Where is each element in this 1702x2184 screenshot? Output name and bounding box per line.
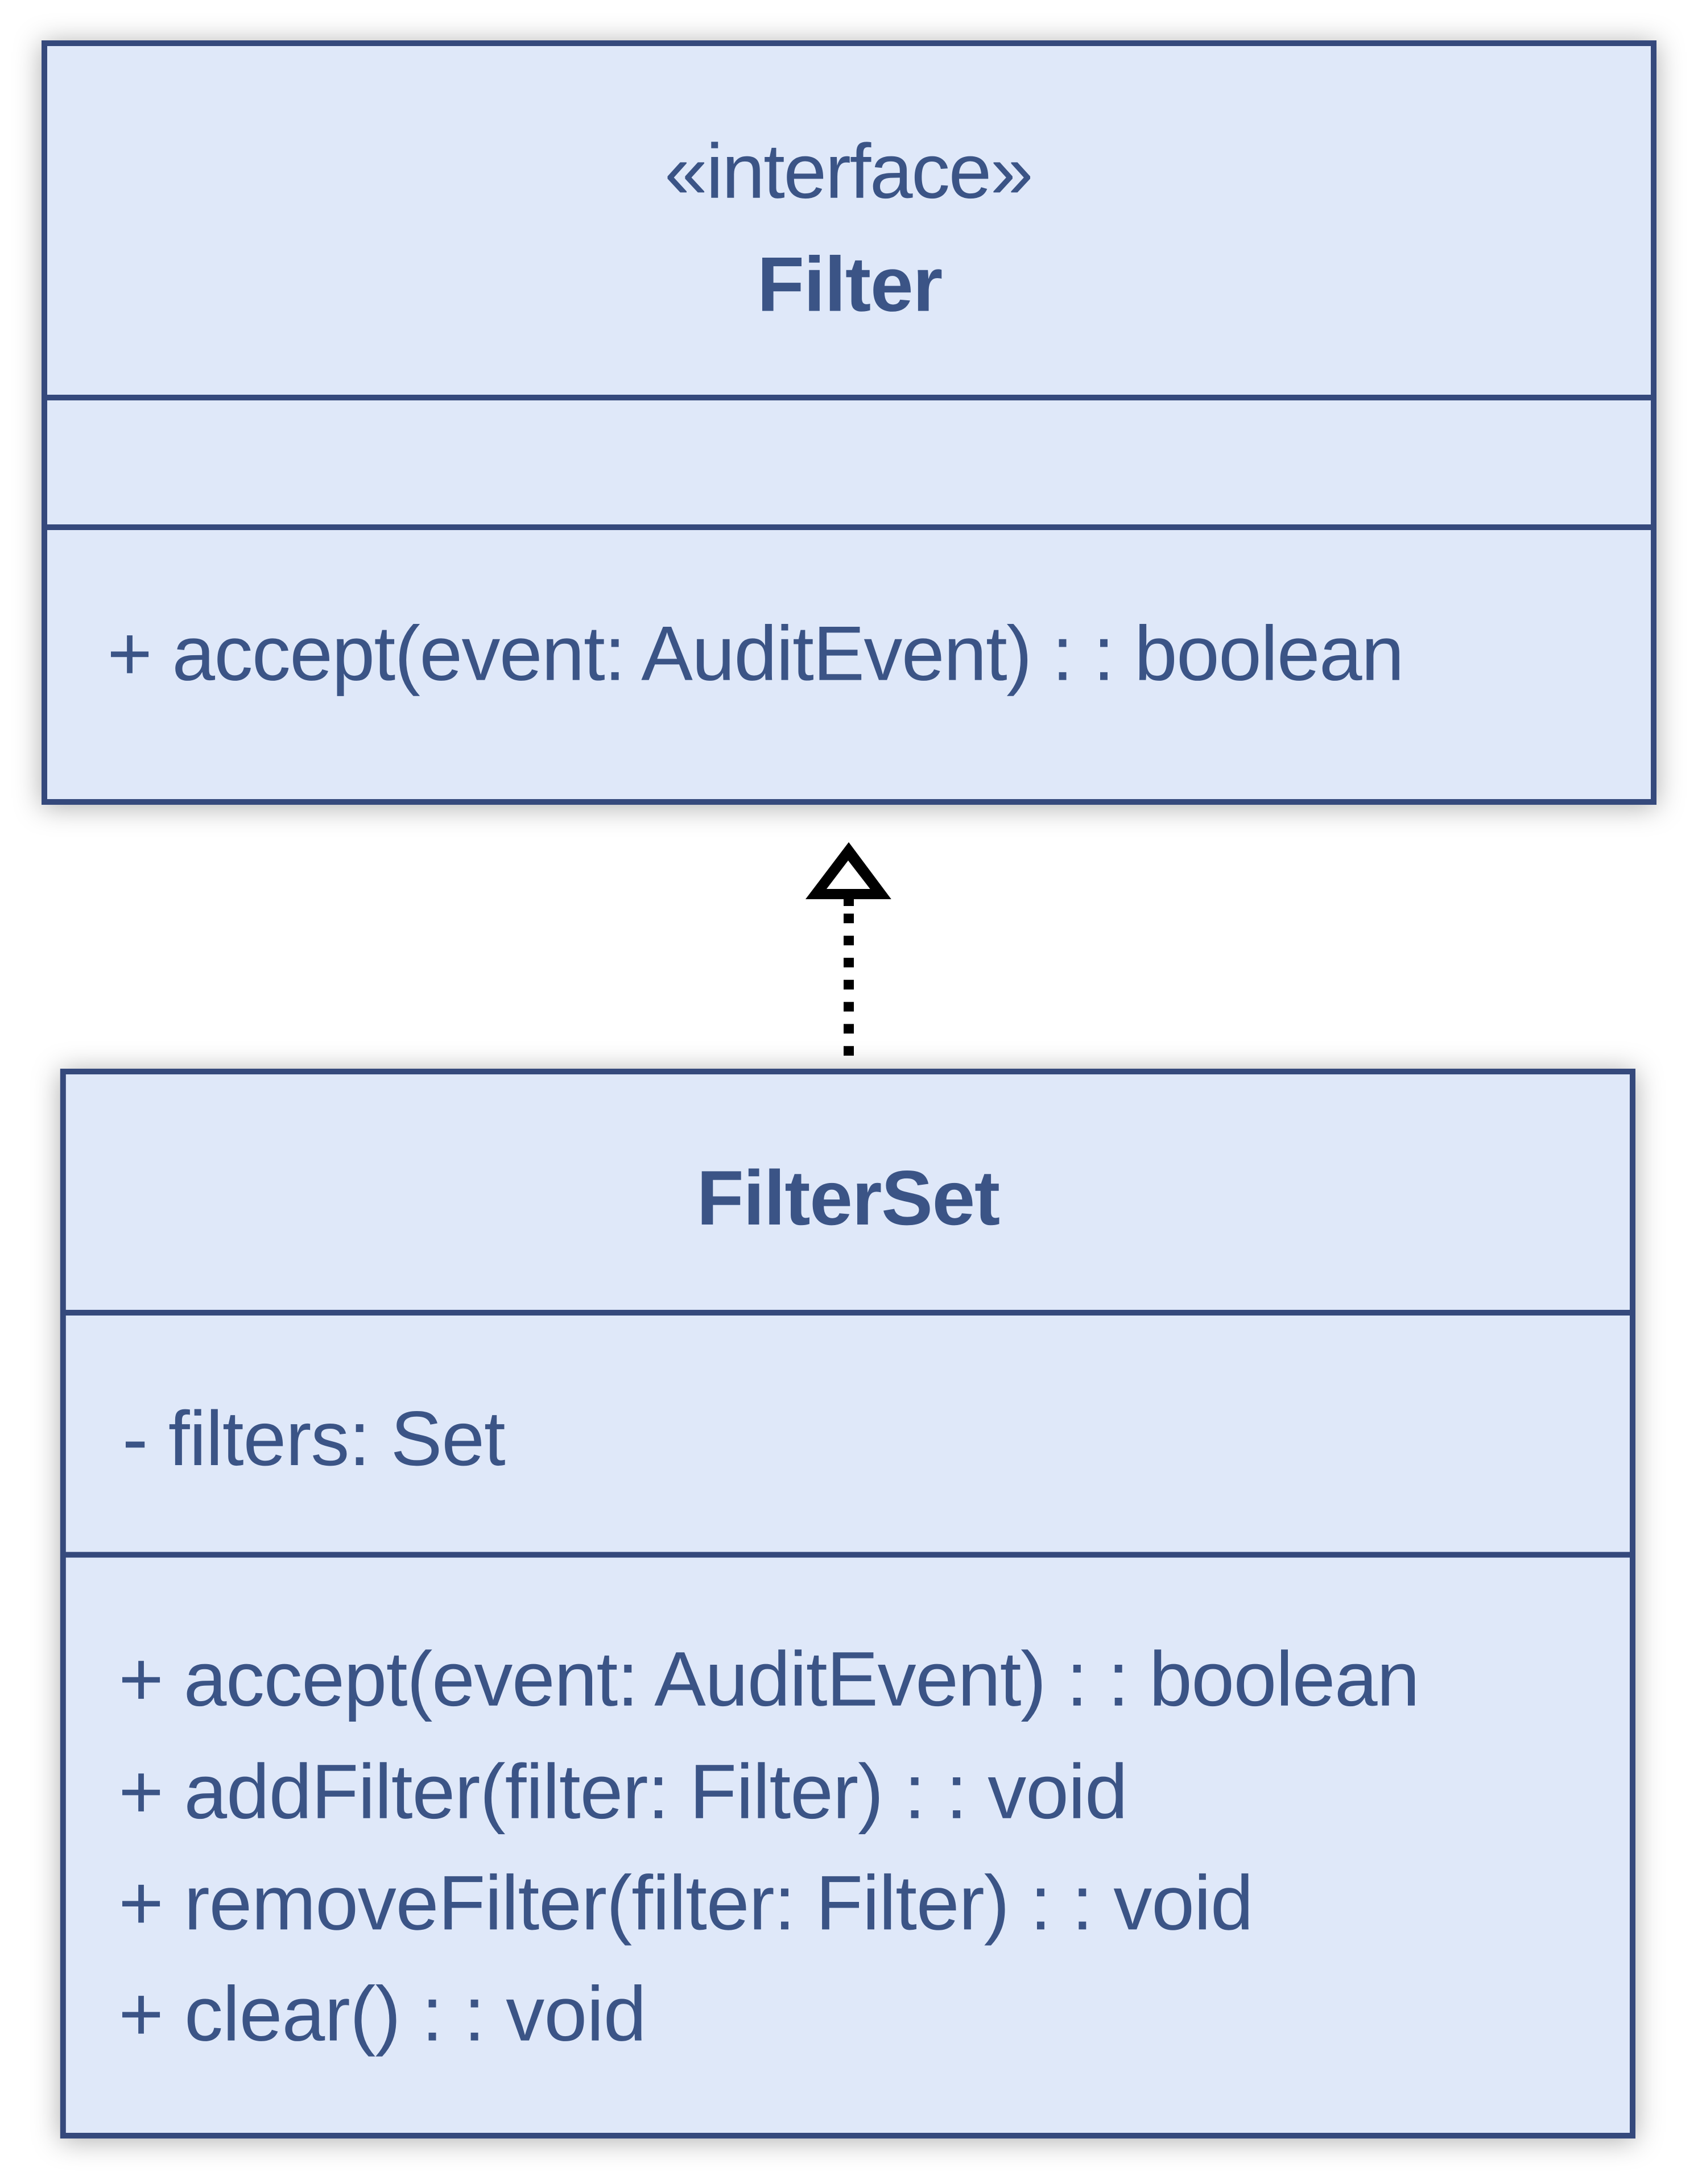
svg-text:- filters: Set: - filters: Set	[122, 1395, 506, 1482]
svg-text:+ addFilter(filter: Filter) :: + addFilter(filter: Filter) : : void	[118, 1748, 1127, 1835]
svg-text:FilterSet: FilterSet	[697, 1155, 1001, 1241]
svg-text:+ accept(event: AuditEvent) :: + accept(event: AuditEvent) : : boolean	[118, 1636, 1419, 1722]
svg-text:+ removeFilter(filter: Filter): + removeFilter(filter: Filter) : : void	[118, 1859, 1253, 1946]
svg-text:+ clear() : : void: + clear() : : void	[118, 1971, 646, 2057]
svg-text:Filter: Filter	[757, 241, 943, 328]
svg-text:+ accept(event: AuditEvent) :: + accept(event: AuditEvent) : : boolean	[107, 610, 1404, 697]
svg-text:«interface»: «interface»	[664, 128, 1034, 214]
